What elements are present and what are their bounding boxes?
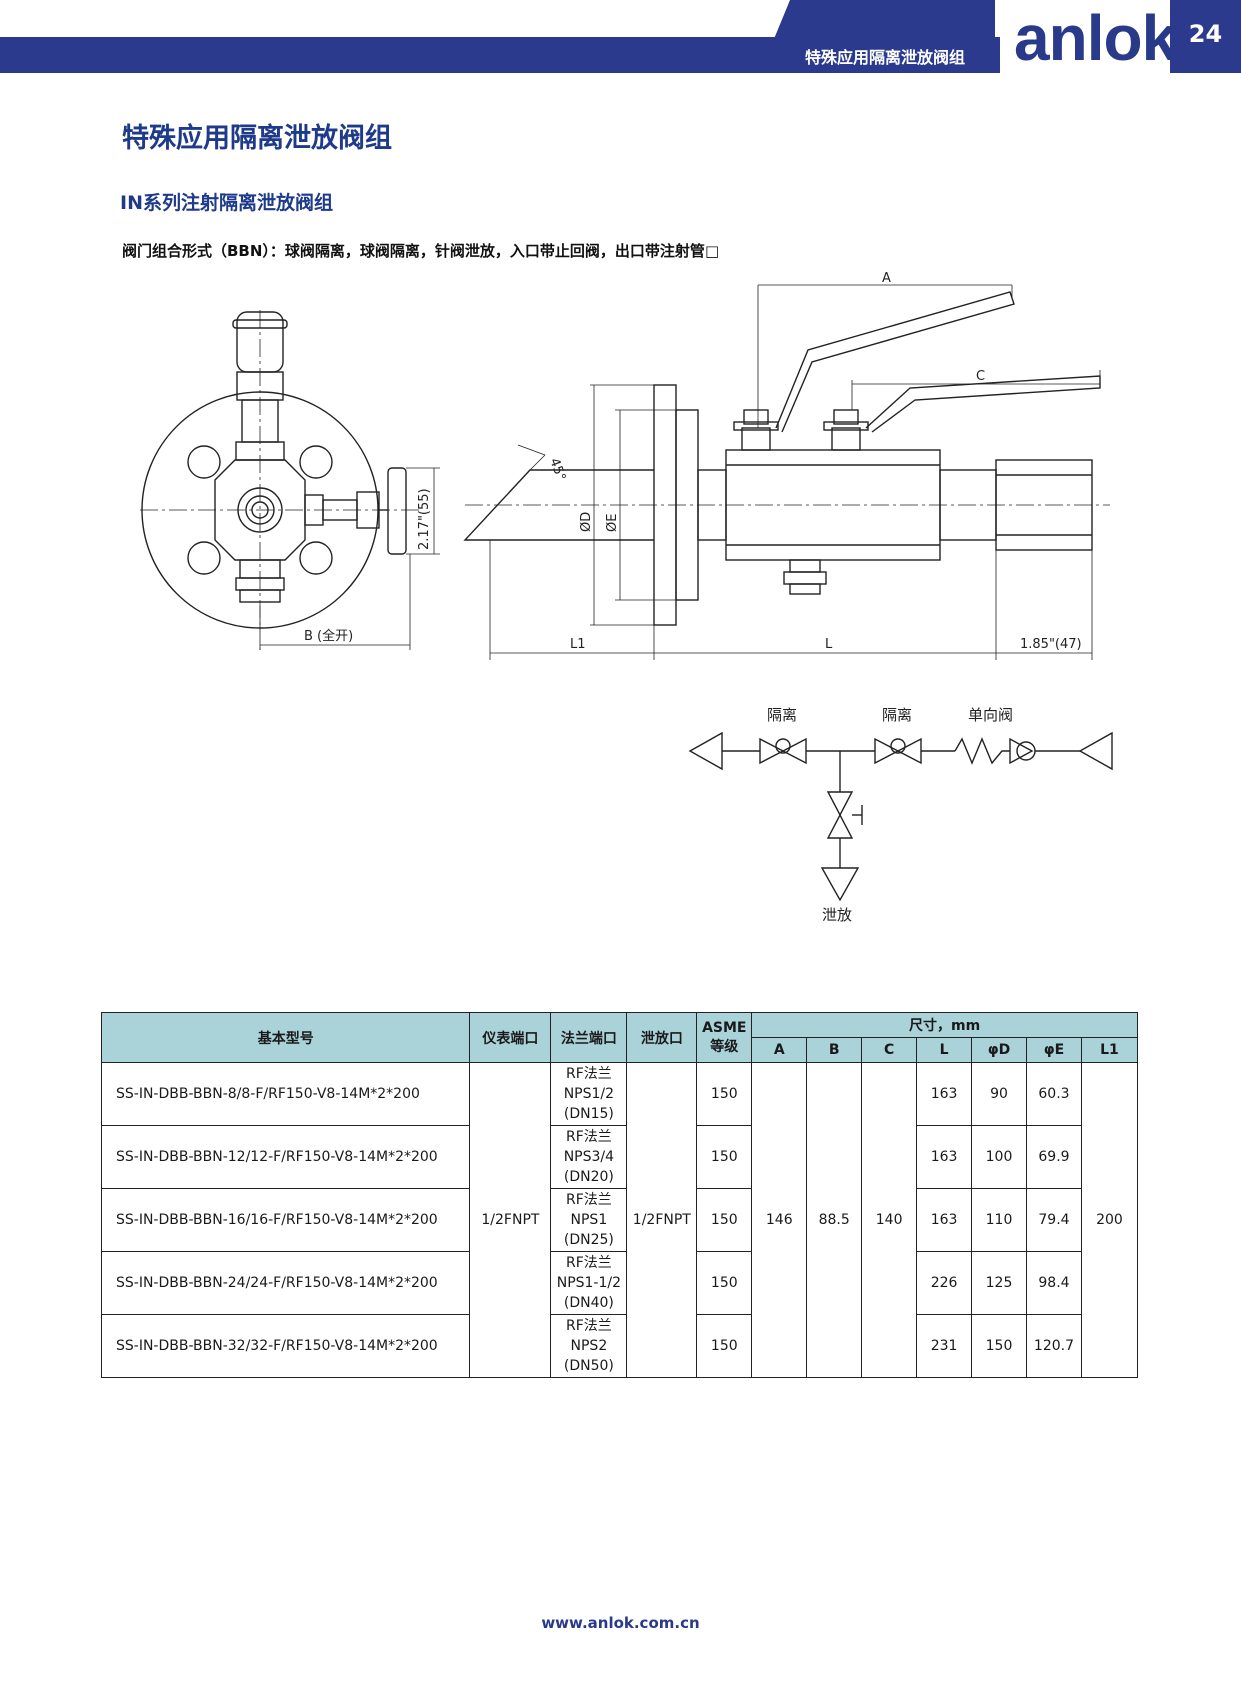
square-glyph: □ [704,242,720,260]
dim-l-label: L [825,637,833,652]
col-l: L [916,1037,973,1063]
shared-inst-port: 1/2FNPT [469,1062,552,1378]
col-a: A [751,1037,808,1063]
dim-b-label: B (全开) [304,628,353,644]
dim-outlet-label: 1.85"(47) [1020,637,1082,652]
table-row: SS-IN-DBB-BBN-8/8-F/RF150-V8-14M*2*200 1… [100,1062,1139,1378]
header-band [0,0,1241,73]
schematic-vent: 泄放 [822,906,852,924]
col-dims: 尺寸，mm [751,1012,1138,1038]
dim-phi-e-label: ØE [605,514,620,532]
table-row: SS-IN-DBB-BBN-24/24-F/RF150-V8-14M*2*200… [100,1251,1138,1315]
shared-b: 88.5 [806,1062,863,1378]
col-inst-port: 仪表端口 [469,1012,552,1063]
page-number: 24 [1188,20,1223,48]
shared-vent-port: 1/2FNPT [626,1062,698,1378]
col-b: B [806,1037,863,1063]
schematic-isolate-2: 隔离 [882,706,912,724]
footer-website[interactable]: www.anlok.com.cn [541,1614,700,1632]
page-title: 特殊应用隔离泄放阀组 [122,123,392,154]
dim-phi-d-label: ØD [579,512,594,532]
shared-l1: 200 [1080,1062,1139,1378]
angle-label: 45° [546,456,568,483]
dim-a-label: A [882,271,891,286]
col-flange-port: 法兰端口 [550,1012,628,1063]
shared-a: 146 [751,1062,808,1378]
table-row: SS-IN-DBB-BBN-32/32-F/RF150-V8-14M*2*200… [100,1314,1138,1378]
shared-c: 140 [861,1062,918,1378]
table-row: SS-IN-DBB-BBN-12/12-F/RF150-V8-14M*2*200… [100,1125,1138,1189]
technical-drawing: B (全开) 2.17"(55) A C ØD ØE 45° L1 L 1.85… [140,271,1113,924]
schematic-isolate-1: 隔离 [767,706,797,724]
dim-c-label: C [976,369,985,384]
valve-combination-description: 阀门组合形式（BBN）：球阀隔离，球阀隔离，针阀泄放，入口带止回阀，出口带注射管… [122,242,720,260]
schematic-check-valve: 单向阀 [968,706,1013,724]
section-subtitle: IN系列注射隔离泄放阀组 [120,192,333,214]
col-phi-e: φE [1025,1037,1082,1063]
header-category: 特殊应用隔离泄放阀组 [804,48,965,67]
col-vent-port: 泄放口 [626,1012,698,1063]
table-row: SS-IN-DBB-BBN-16/16-F/RF150-V8-14M*2*200… [100,1188,1138,1252]
dim-height-label: 2.17"(55) [417,488,432,550]
col-l1: L1 [1080,1037,1139,1063]
col-phi-d: φD [971,1037,1027,1063]
col-c: C [861,1037,918,1063]
flow-schematic [688,731,1113,902]
dim-l1-label: L1 [570,637,586,652]
col-model: 基本型号 [100,1012,471,1063]
anlok-logo: anlok [1014,2,1177,74]
